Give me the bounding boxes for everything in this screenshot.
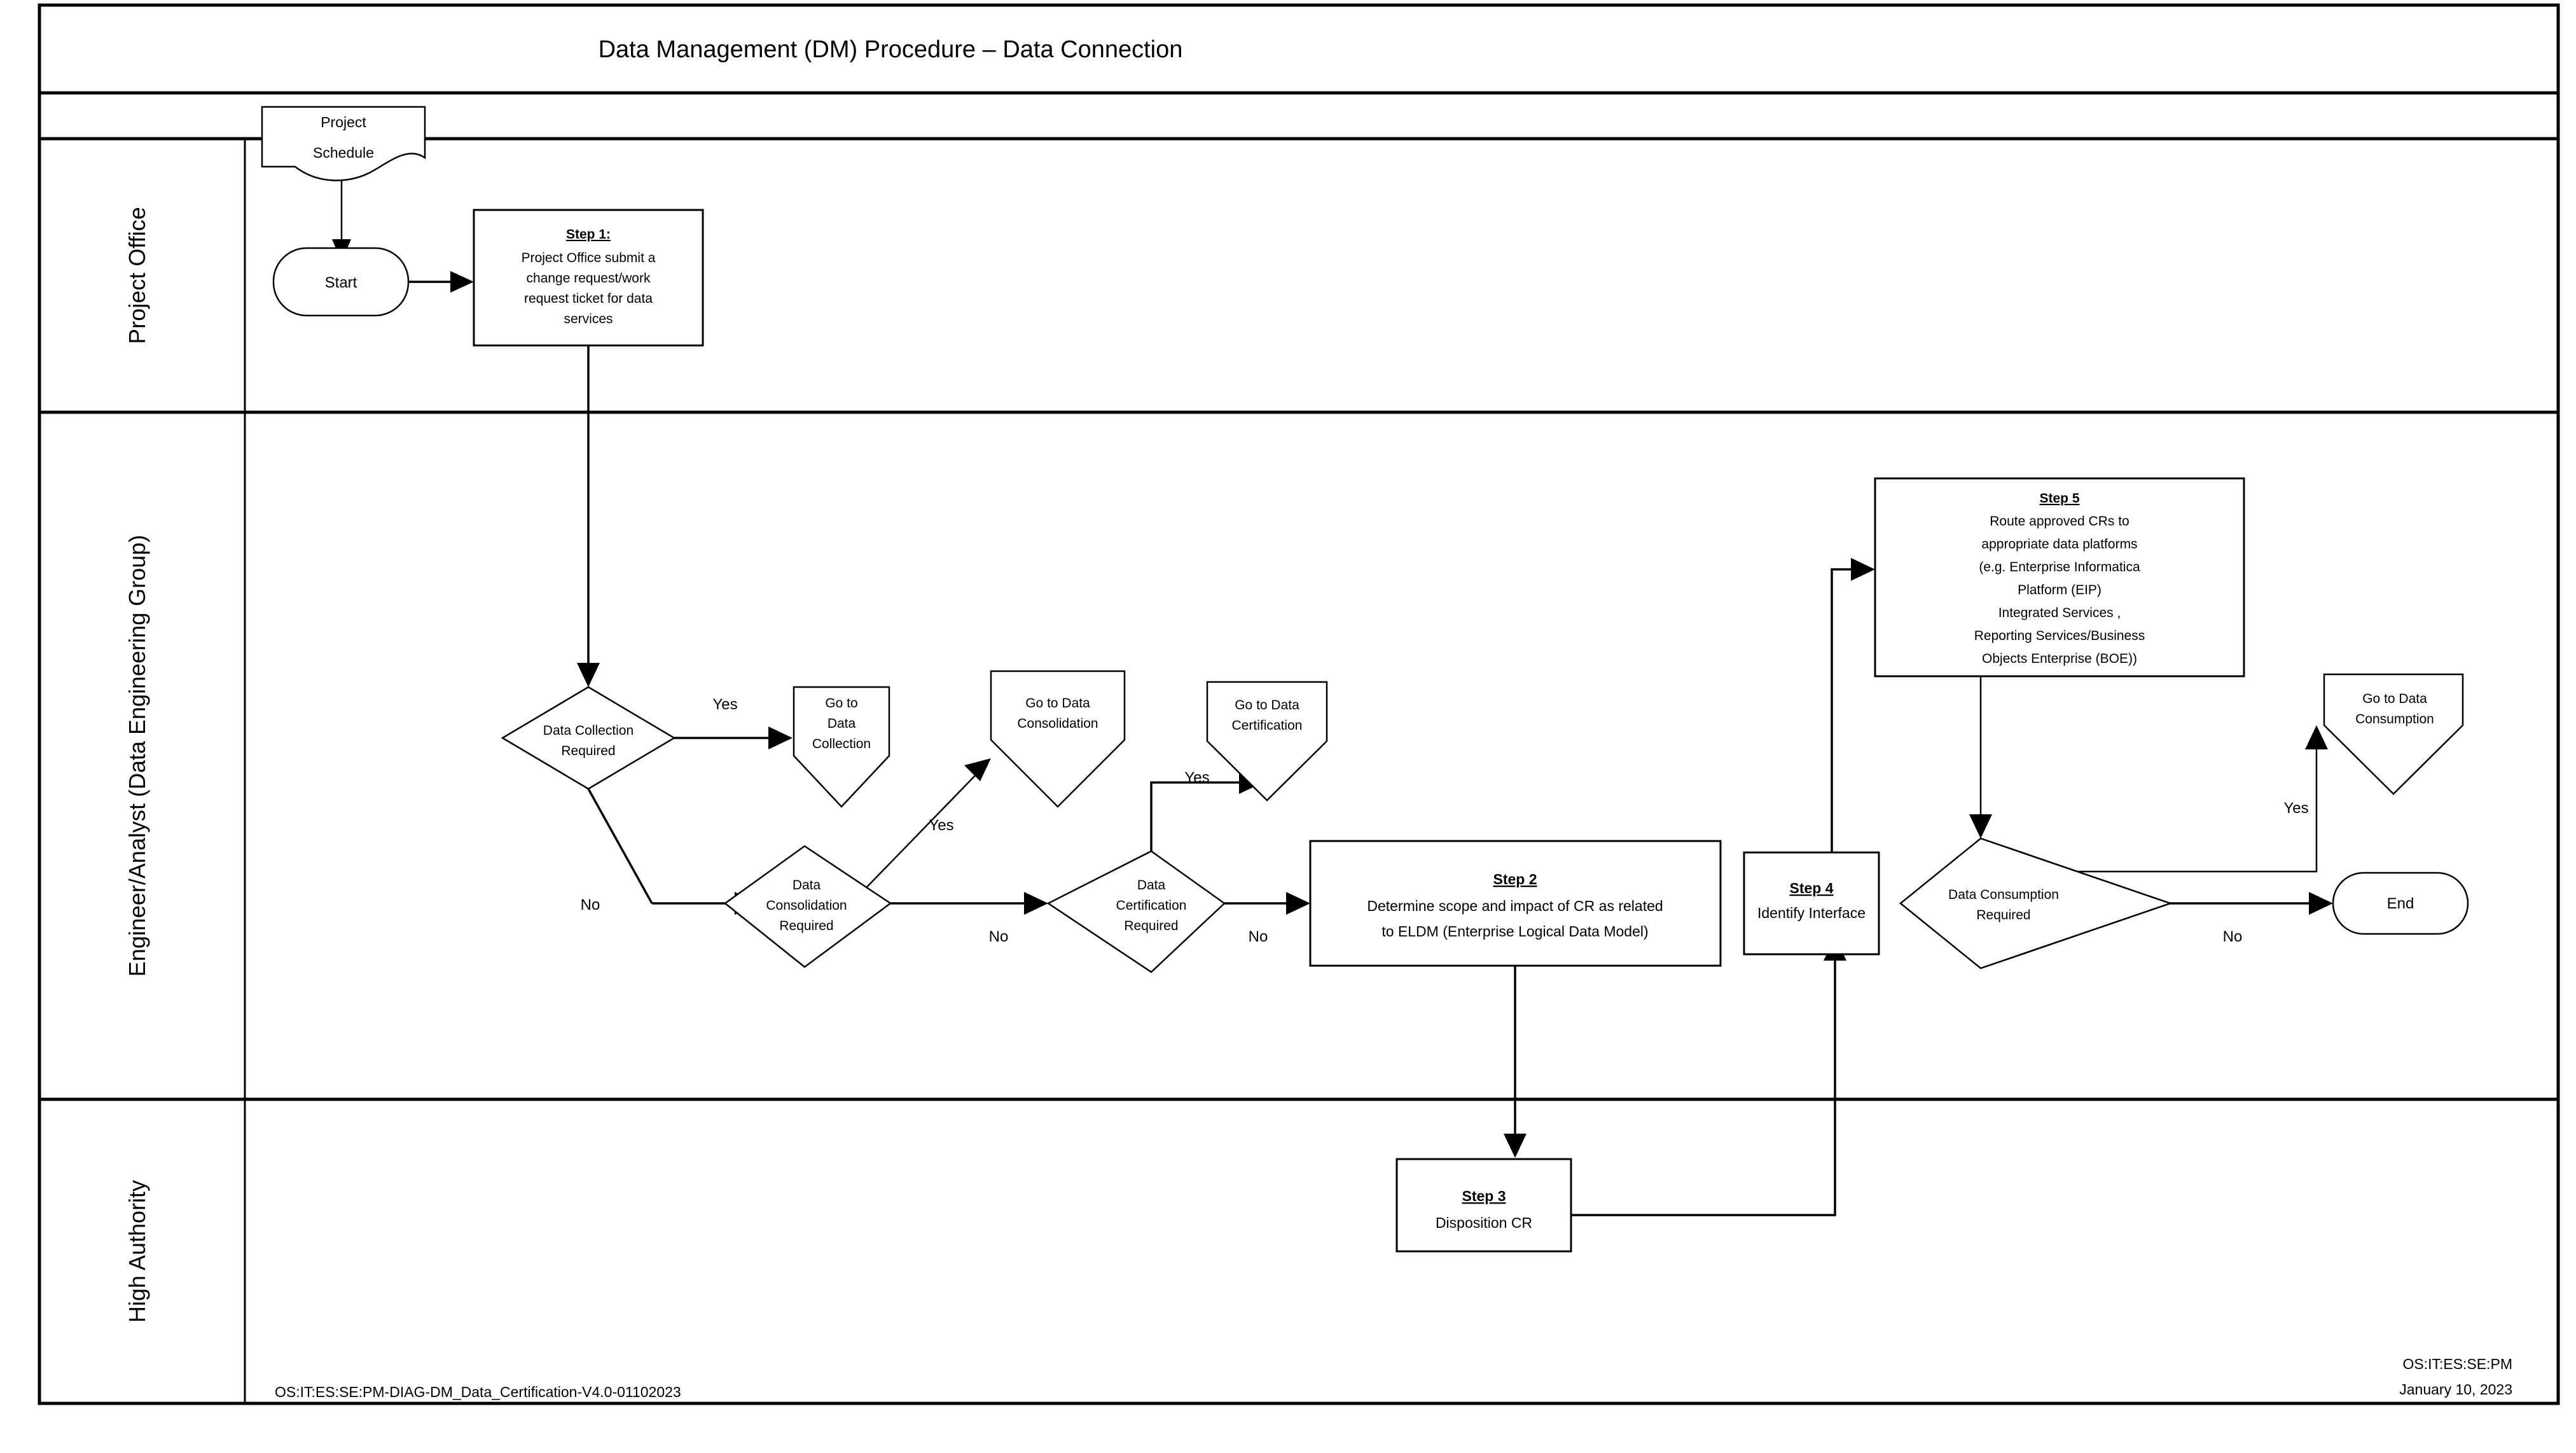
svg-text:Data Consumption: Data Consumption	[1948, 887, 2059, 902]
svg-text:Go to Data: Go to Data	[1025, 696, 1090, 711]
edge-label-collection-no: No	[581, 896, 600, 914]
edge-certification-no	[1223, 892, 1310, 915]
edge-step1-to-collection	[577, 345, 600, 687]
svg-text:change request/work: change request/work	[527, 271, 651, 286]
svg-text:Consumption: Consumption	[2355, 712, 2434, 726]
page-title: Data Management (DM) Procedure – Data Co…	[599, 36, 1183, 63]
footer-document-id: OS:IT:ES:SE:PM-DIAG-DM_Data_Certificatio…	[275, 1384, 681, 1400]
node-data-collection-required[interactable]: Data Collection Required	[501, 686, 676, 790]
edge-consumption-no	[2169, 892, 2333, 915]
node-data-consolidation-required[interactable]: Data Consolidation Required	[723, 845, 892, 968]
svg-text:End: End	[2387, 895, 2414, 912]
node-end[interactable]: End	[2332, 872, 2469, 935]
svg-text:Go to Data: Go to Data	[1235, 698, 1299, 713]
svg-text:Step 3: Step 3	[1462, 1188, 1506, 1204]
svg-text:Collection: Collection	[812, 737, 871, 751]
svg-text:request ticket for data: request ticket for data	[524, 291, 653, 306]
svg-text:Objects Enterprise (BOE)): Objects Enterprise (BOE))	[1982, 651, 2137, 666]
edge-collection-yes	[674, 726, 793, 749]
edge-step2-to-step3	[1504, 966, 1527, 1158]
edge-consumption-yes	[2051, 725, 2328, 873]
svg-text:Route approved CRs to: Route approved CRs to	[1990, 514, 2129, 529]
lane-label-project-office: Project Office	[124, 207, 150, 344]
svg-text:Step 2: Step 2	[1493, 871, 1537, 887]
svg-text:Certification: Certification	[1232, 718, 1303, 733]
svg-text:Identify Interface: Identify Interface	[1757, 905, 1866, 921]
node-step2[interactable]: Step 2 Determine scope and impact of CR …	[1309, 840, 1722, 967]
svg-text:Platform (EIP): Platform (EIP)	[2018, 583, 2102, 597]
svg-text:Data: Data	[1137, 878, 1166, 893]
lane-label-high-authority: High Authority	[124, 1180, 150, 1323]
edge-label-collection-yes: Yes	[712, 696, 737, 713]
svg-text:to ELDM (Enterprise Logical Da: to ELDM (Enterprise Logical Data Model)	[1381, 923, 1648, 940]
lane-label-engineer-analyst: Engineer/Analyst (Data Engineering Group…	[124, 535, 150, 977]
footer-org-code: OS:IT:ES:SE:PM	[2402, 1356, 2512, 1372]
edge-step3-to-step4	[1571, 936, 1846, 1216]
node-goto-data-consumption[interactable]: Go to Data Consumption	[2323, 673, 2464, 795]
svg-text:Step 4: Step 4	[1789, 880, 1833, 896]
svg-text:Required: Required	[779, 919, 833, 933]
svg-text:Project: Project	[321, 114, 366, 130]
node-data-certification-required[interactable]: Data Certification Required	[1046, 850, 1226, 973]
node-goto-data-certification[interactable]: Go to Data Certification	[1206, 681, 1328, 802]
svg-text:Schedule: Schedule	[313, 144, 374, 161]
node-data-consumption-required[interactable]: Data Consumption Required	[1899, 837, 2173, 970]
svg-text:Project Office submit a: Project Office submit a	[522, 251, 656, 265]
node-goto-data-collection[interactable]: Go to Data Collection	[793, 686, 890, 808]
svg-text:Certification: Certification	[1116, 898, 1187, 913]
svg-text:Data: Data	[793, 878, 821, 893]
svg-text:Go to: Go to	[825, 696, 857, 711]
edge-label-consolidation-no: No	[989, 928, 1009, 945]
svg-text:Integrated Services ,: Integrated Services ,	[1998, 606, 2121, 620]
svg-text:appropriate data platforms: appropriate data platforms	[1981, 537, 2137, 552]
svg-text:Required: Required	[1976, 908, 2030, 922]
edge-label-certification-no: No	[1249, 928, 1268, 945]
edge-label-consumption-no: No	[2223, 928, 2243, 945]
node-step3[interactable]: Step 3 Disposition CR	[1395, 1158, 1572, 1253]
svg-text:Step 5: Step 5	[2039, 491, 2079, 506]
svg-text:Go to Data: Go to Data	[2362, 692, 2427, 706]
svg-text:Required: Required	[561, 744, 615, 758]
node-step4[interactable]: Step 4 Identify Interface	[1743, 851, 1880, 956]
edge-collection-no	[587, 788, 759, 915]
footer-date: January 10, 2023	[2399, 1381, 2512, 1398]
svg-text:Engineer/Analyst (Data Enginee: Engineer/Analyst (Data Engineering Group…	[124, 535, 150, 977]
edge-start-to-step1	[408, 271, 474, 293]
svg-text:Consolidation: Consolidation	[1017, 716, 1098, 731]
svg-text:Determine scope and impact of: Determine scope and impact of CR as rela…	[1367, 898, 1663, 914]
edge-step5-to-consumption	[1969, 676, 1992, 838]
node-step5[interactable]: Step 5 Route approved CRs to appropriate…	[1874, 477, 2245, 678]
svg-text:Start: Start	[325, 274, 357, 291]
edge-label-consolidation-yes: Yes	[929, 817, 953, 834]
edge-consolidation-yes	[850, 758, 991, 904]
svg-text:Required: Required	[1124, 919, 1178, 933]
svg-text:Consolidation: Consolidation	[766, 898, 847, 913]
node-goto-data-consolidation[interactable]: Go to Data Consolidation	[990, 670, 1126, 808]
node-project-schedule[interactable]: Project Schedule	[261, 106, 426, 181]
svg-text:Reporting Services/Business: Reporting Services/Business	[1974, 629, 2145, 643]
edge-label-consumption-yes: Yes	[2283, 800, 2308, 817]
edge-label-certification-yes: Yes	[1184, 769, 1209, 786]
node-start[interactable]: Start	[272, 247, 410, 317]
swimlane-frame	[38, 3, 2560, 1405]
svg-text:Project Office: Project Office	[124, 207, 150, 344]
svg-text:High Authority: High Authority	[124, 1180, 150, 1323]
svg-text:Data Collection: Data Collection	[543, 723, 634, 738]
node-step1[interactable]: Step 1: Project Office submit a change r…	[473, 209, 704, 347]
svg-text:Data: Data	[828, 716, 856, 731]
svg-text:services: services	[564, 312, 613, 326]
svg-text:Disposition CR: Disposition CR	[1436, 1214, 1532, 1231]
svg-text:Step 1:: Step 1:	[566, 227, 611, 242]
svg-text:(e.g. Enterprise Informatica: (e.g. Enterprise Informatica	[1979, 560, 2140, 574]
